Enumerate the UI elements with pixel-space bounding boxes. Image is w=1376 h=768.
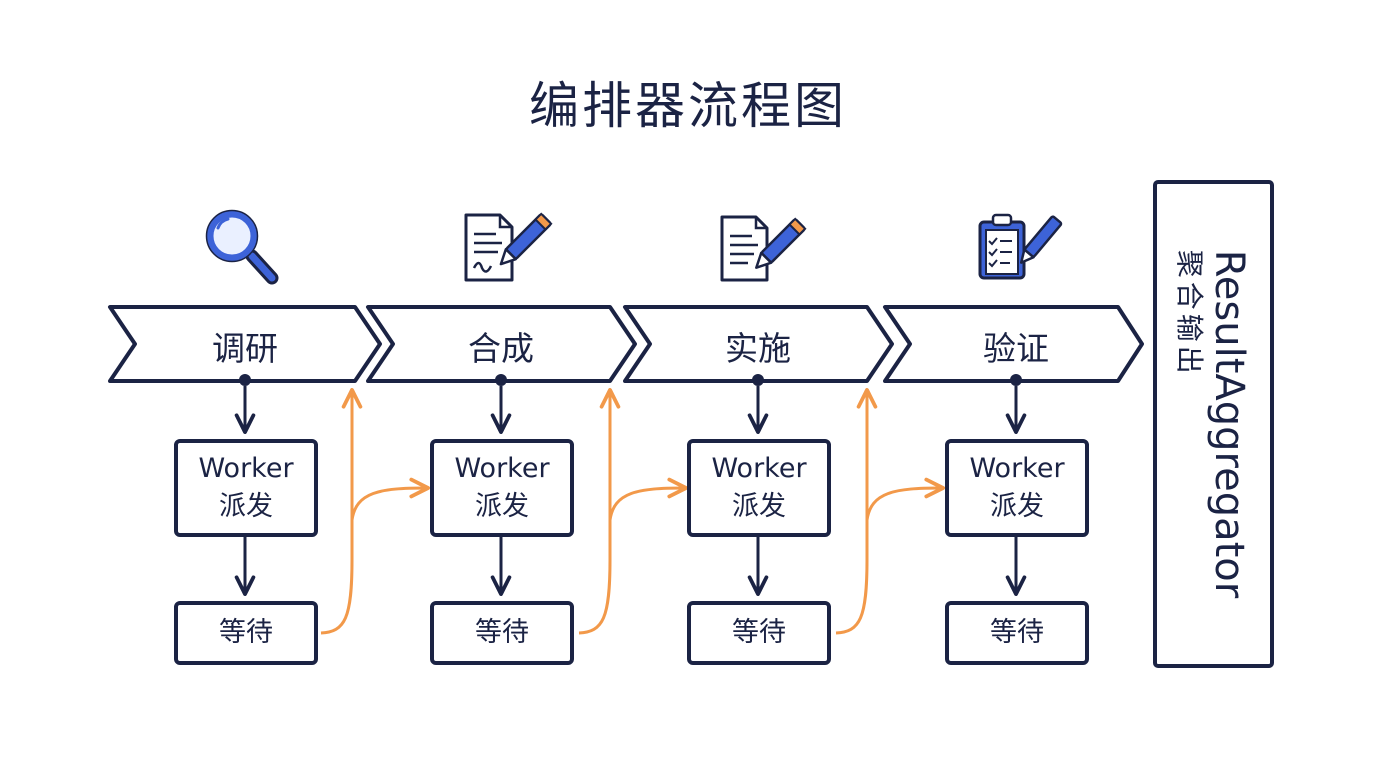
stage-1-chevron (108, 305, 382, 383)
magnifier-icon (205, 209, 279, 285)
stage-1 (108, 209, 430, 665)
stage-4-worker-line-1: Worker (969, 453, 1065, 484)
stage-4 (883, 213, 1144, 665)
stage-2-chevron (366, 305, 637, 383)
stage-3-worker-label: Worker 派发 (689, 450, 829, 526)
stage-2-branch-arrow (608, 477, 688, 521)
stage-4-wait-label: 等待 (990, 617, 1044, 648)
stage-2-label: 合成 (468, 329, 534, 368)
stage-3-worker-line-2: 派发 (732, 491, 786, 522)
stage-2-worker-line-1: Worker (454, 453, 550, 484)
stage-1-branch-arrow (350, 477, 430, 521)
aggregator-label: ResultAggregator 聚合输出 (1152, 180, 1272, 668)
stage-2-wait-label: 等待 (475, 617, 529, 648)
aggregator-box (1153, 180, 1274, 668)
stage-4-chevron (883, 305, 1144, 383)
stage-2-wait-box (430, 601, 574, 665)
stage-2-worker-line-2: 派发 (475, 491, 529, 522)
document-pencil-icon (720, 215, 807, 282)
stage-3-connector-dot (752, 374, 764, 386)
stage-4-connector-dot (1010, 374, 1022, 386)
stage-1-wait-label: 等待 (219, 617, 273, 648)
stage-1-worker-box (174, 439, 318, 537)
stage-2-worker-box (430, 439, 574, 537)
stage-1-feedback-arrow (320, 388, 363, 635)
aggregator-name: ResultAggregator (1206, 249, 1253, 599)
stage-3-branch-arrow (865, 477, 945, 521)
stage-1-worker-line-2: 派发 (219, 491, 273, 522)
stage-4-worker-label: Worker 派发 (947, 450, 1087, 526)
stage-1-worker-label: Worker 派发 (176, 450, 316, 526)
stage-3-label: 实施 (725, 329, 791, 368)
stage-2-worker-label: Worker 派发 (432, 450, 572, 526)
stage-3 (623, 215, 945, 665)
stage-1-wait-box (174, 601, 318, 665)
stage-4-worker-box (945, 439, 1089, 537)
aggregator-subtitle: 聚合输出 (1173, 249, 1207, 378)
stage-1-label: 调研 (212, 329, 278, 368)
stage-4-wait-box (945, 601, 1089, 665)
stage-4-worker-line-2: 派发 (990, 491, 1044, 522)
stage-3-worker-box (687, 439, 831, 537)
stage-3-chevron (623, 305, 894, 383)
stage-1-worker-line-1: Worker (198, 453, 294, 484)
stage-2-connector-dot (495, 374, 507, 386)
stage-3-wait-label: 等待 (732, 617, 786, 648)
stage-2 (366, 212, 688, 665)
stage-3-wait-box (687, 601, 831, 665)
diagram-title: 编排器流程图 (529, 77, 847, 135)
stage-3-worker-line-1: Worker (711, 453, 807, 484)
document-pen-icon (464, 212, 553, 282)
stage-2-feedback-arrow (578, 388, 621, 635)
stage-4-label: 验证 (983, 329, 1049, 368)
stage-3-feedback-arrow (835, 388, 878, 635)
stage-1-connector-dot (239, 374, 251, 386)
clipboard-check-icon (978, 213, 1063, 280)
